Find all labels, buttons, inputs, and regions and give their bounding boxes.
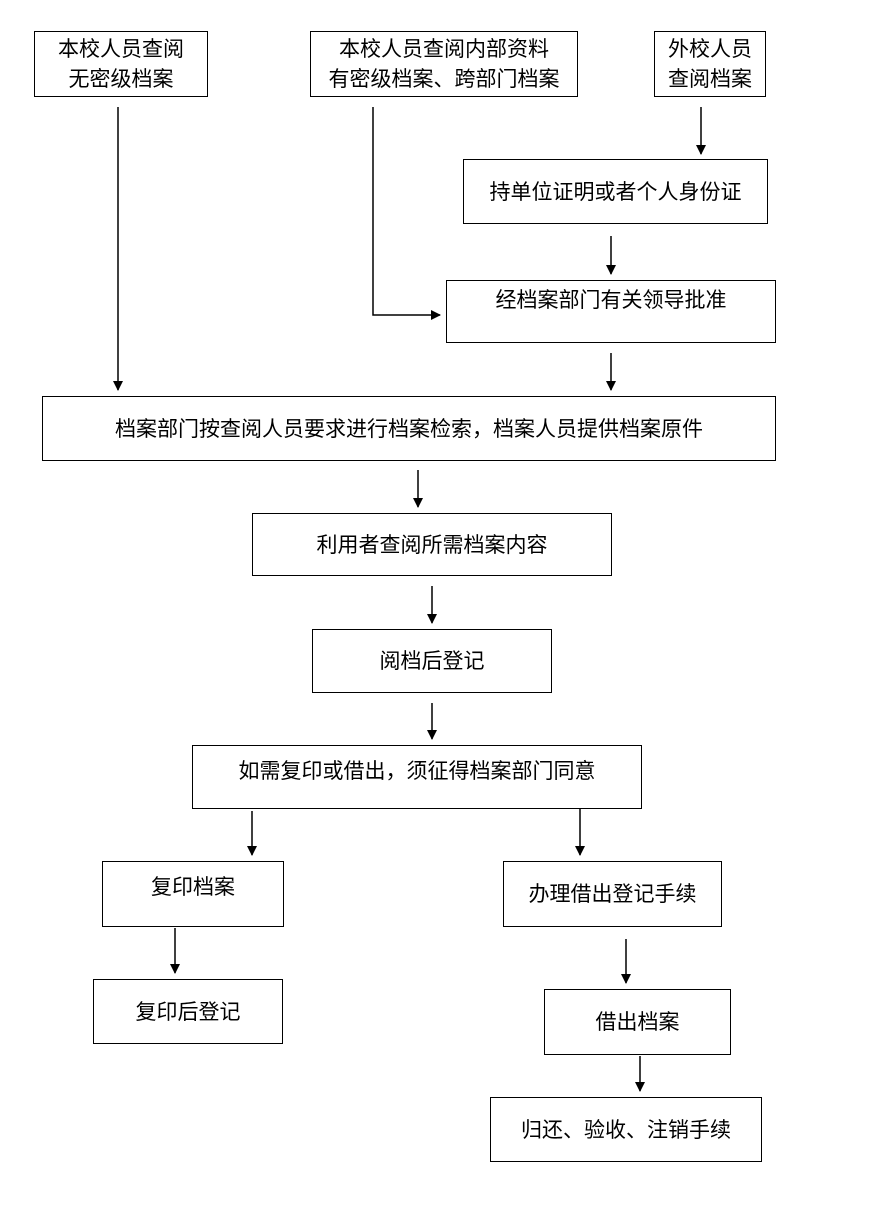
node-internal-unclassified: 本校人员查阅 无密级档案: [34, 31, 208, 97]
node-copy-archive: 复印档案: [102, 861, 284, 927]
node-return-procedure: 归还、验收、注销手续: [490, 1097, 762, 1162]
node-register-after-reading: 阅档后登记: [312, 629, 552, 693]
arrow-classified-to-approval: [372, 107, 441, 320]
node-borrow-archive: 借出档案: [544, 989, 731, 1055]
node-leader-approval: 经档案部门有关领导批准: [446, 280, 776, 343]
node-internal-classified: 本校人员查阅内部资料 有密级档案、跨部门档案: [310, 31, 578, 97]
node-borrow-procedure: 办理借出登记手续: [503, 861, 722, 927]
node-copy-register: 复印后登记: [93, 979, 283, 1044]
node-retrieval: 档案部门按查阅人员要求进行档案检索，档案人员提供档案原件: [42, 396, 776, 461]
node-external: 外校人员 查阅档案: [654, 31, 766, 97]
node-present-id: 持单位证明或者个人身份证: [463, 159, 768, 224]
node-consult: 利用者查阅所需档案内容: [252, 513, 612, 576]
node-copy-borrow-consent: 如需复印或借出，须征得档案部门同意: [192, 745, 642, 809]
